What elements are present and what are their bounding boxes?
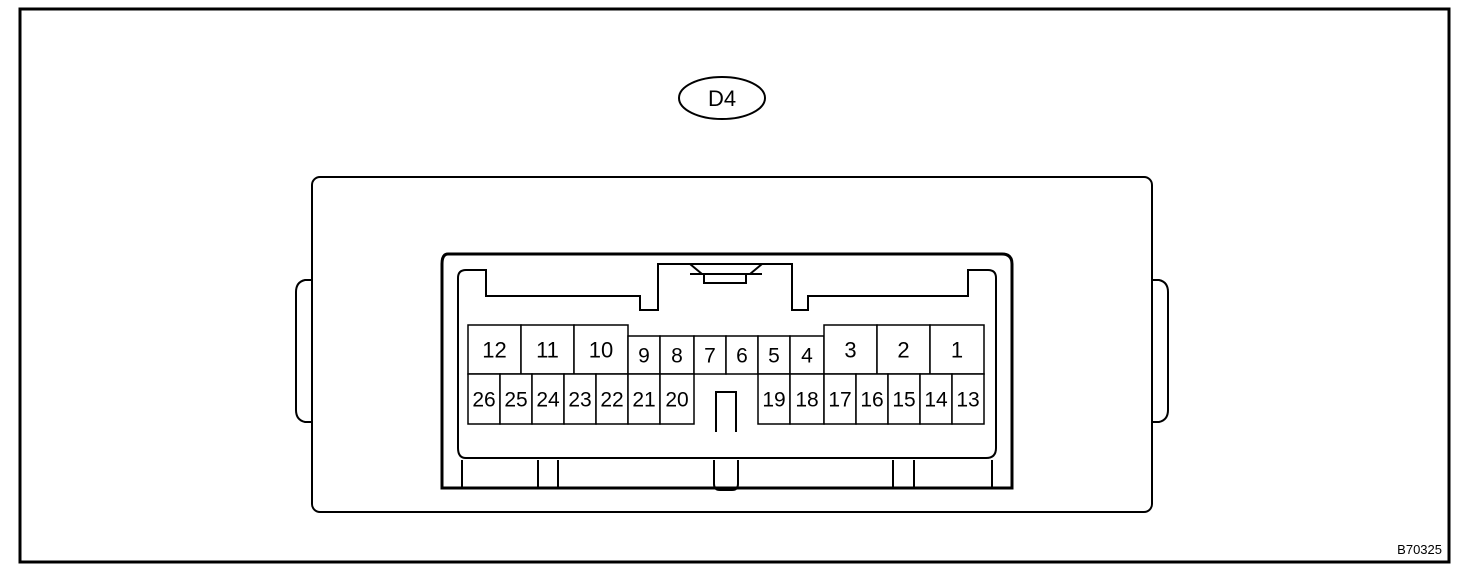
key-left-bevel <box>689 263 703 275</box>
pin-2-cell <box>876 324 931 375</box>
pin-17-label: 17 <box>828 389 851 412</box>
pin-7-label: 7 <box>704 345 716 368</box>
latch-right <box>892 448 1013 489</box>
pin-3-label: 3 <box>844 337 856 362</box>
right-ear <box>1152 279 1169 423</box>
pin-18-label: 18 <box>795 389 818 412</box>
pin-12-cell <box>467 324 522 375</box>
connector-label-badge: D4 <box>678 76 766 120</box>
pin-10-cell <box>573 324 629 375</box>
pin-19-label: 19 <box>762 389 785 412</box>
pin-9-cell <box>627 335 661 375</box>
pin-2-label: 2 <box>897 337 909 362</box>
pin-15-label: 15 <box>892 389 915 412</box>
key-notch <box>689 263 763 284</box>
pin-14-label: 14 <box>924 389 948 412</box>
latch-left <box>441 448 559 489</box>
connector-label: D4 <box>708 86 736 111</box>
bottom-latches <box>441 448 1013 491</box>
left-ear <box>295 279 312 423</box>
pin-20-cell <box>659 373 695 425</box>
pin-21-label: 21 <box>632 389 655 412</box>
pin-1-label: 1 <box>951 337 963 362</box>
pin-1-cell <box>929 324 985 375</box>
pin-5-cell <box>757 335 791 375</box>
pin-7-cell <box>693 335 727 375</box>
figure-code: B70325 <box>1397 542 1442 557</box>
label-ellipse <box>678 76 766 120</box>
pin-22-label: 22 <box>600 389 623 412</box>
pin-22-cell <box>595 373 629 425</box>
pin-23-label: 23 <box>568 389 591 412</box>
pin-18-cell <box>789 373 825 425</box>
pin-11-label: 11 <box>536 337 559 362</box>
pin-26-cell <box>467 373 501 425</box>
pin-13-label: 13 <box>956 389 979 412</box>
polarizing-slot <box>715 391 737 432</box>
pin-24-label: 24 <box>536 389 560 412</box>
pin-25-label: 25 <box>504 389 527 412</box>
pin-13-cell <box>951 373 985 425</box>
pin-8-cell <box>659 335 695 375</box>
key-right-bevel <box>749 263 763 275</box>
pin-12-label: 12 <box>482 337 506 362</box>
pin-21-cell <box>627 373 661 425</box>
pin-26-label: 26 <box>472 389 495 412</box>
pin-20-label: 20 <box>665 389 688 412</box>
pin-10-label: 10 <box>589 337 613 362</box>
pin-4-label: 4 <box>801 345 813 368</box>
pin-8-label: 8 <box>671 345 683 368</box>
pin-6-label: 6 <box>736 345 748 368</box>
key-tab <box>703 273 747 284</box>
pin-16-label: 16 <box>860 389 883 412</box>
pin-25-cell <box>499 373 533 425</box>
pin-15-cell <box>887 373 921 425</box>
pin-5-label: 5 <box>768 345 780 368</box>
figure-frame <box>18 7 1451 564</box>
pin-23-cell <box>563 373 597 425</box>
pin-9-label: 9 <box>638 345 650 368</box>
latch-center <box>713 460 739 491</box>
